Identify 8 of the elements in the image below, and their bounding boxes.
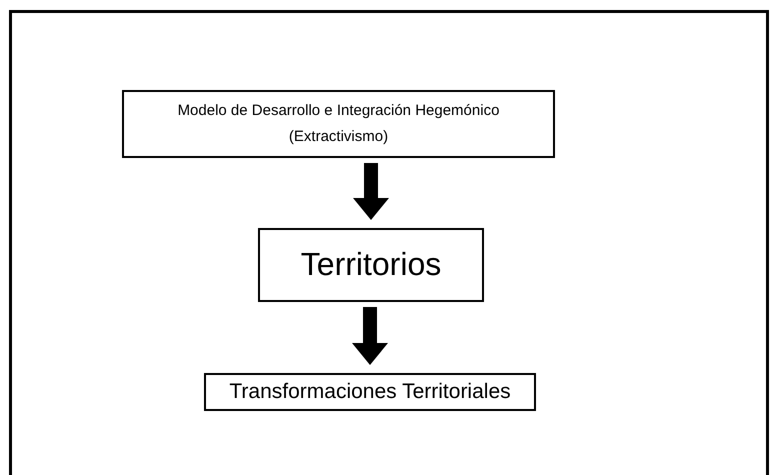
process-box [204, 373, 536, 411]
box-text: Transformaciones Territoriales [228, 380, 512, 404]
down-arrow [353, 163, 389, 220]
box-text: Territorios [300, 247, 442, 283]
down-arrow [352, 307, 388, 365]
process-box [122, 90, 555, 158]
process-box [258, 228, 484, 302]
box-text: Modelo de Desarrollo e Integración Hegemónico (Extractivismo) [176, 100, 500, 147]
